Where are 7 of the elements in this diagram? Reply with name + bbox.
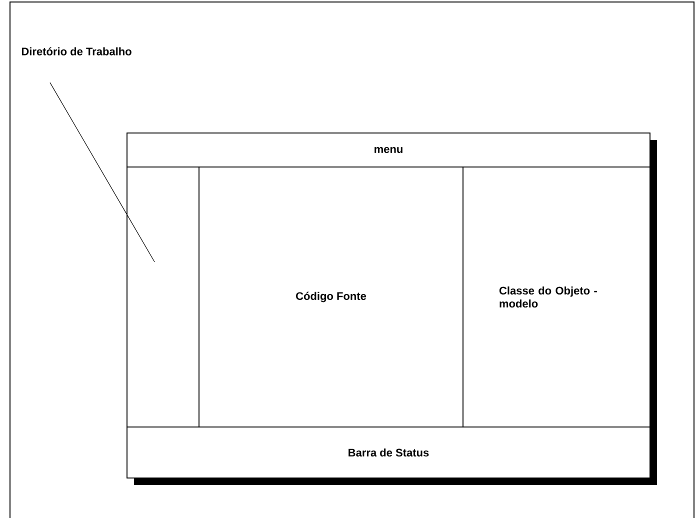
panel: Barra de Status	[126, 426, 650, 478]
panel: Código Fonte	[198, 166, 464, 428]
panel: Classe do Objeto - modelo	[462, 166, 650, 428]
leader-line	[50, 82, 155, 262]
text-label: Diretório de Trabalho	[22, 47, 132, 56]
panel	[126, 166, 200, 428]
panel: menu	[126, 132, 650, 168]
